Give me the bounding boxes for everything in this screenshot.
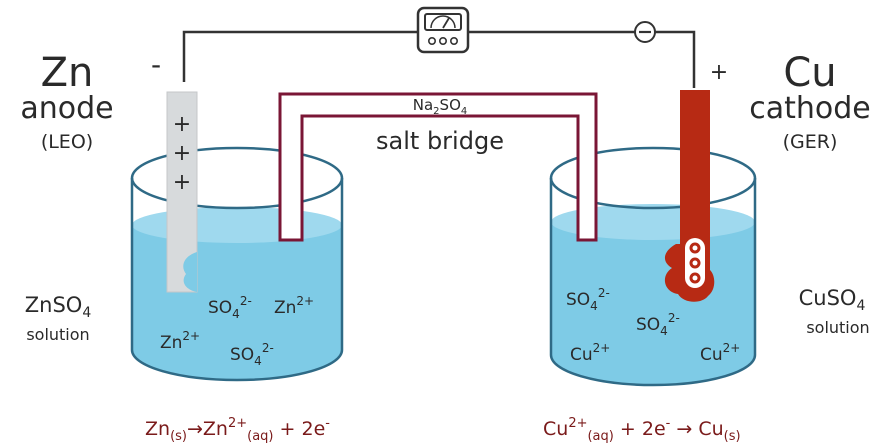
zinc-electrode — [166, 91, 198, 293]
anode-metal-label: Zn — [41, 50, 94, 96]
cathode-ion-cluster — [685, 238, 705, 288]
anode-mnemonic: (LEO) — [41, 131, 93, 153]
electrode-plus-3: + — [173, 170, 191, 195]
anode-sign: - — [151, 48, 161, 81]
cathode-metal-label: Cu — [783, 50, 836, 96]
left-solution-formula: ZnSO4 — [25, 293, 92, 321]
ion-zn-left-a: Zn2+ — [274, 294, 314, 318]
cathode-half-equation: Cu2+(aq) + 2e- → Cu(s) — [543, 416, 741, 444]
ion-so4-left-a: SO42- — [208, 294, 252, 321]
anode-half-equation: Zn(s)→Zn2+(aq) + 2e- — [145, 416, 330, 444]
cathode-label: cathode — [749, 91, 871, 126]
ion-so4-left-b: SO42- — [230, 341, 274, 368]
voltmeter-icon — [416, 6, 470, 54]
electrode-plus-2: + — [173, 141, 191, 166]
electrode-plus-1: + — [173, 112, 191, 137]
zinc-electrode-charges: + + + — [173, 112, 191, 195]
right-solution-word: solution — [806, 318, 869, 337]
ion-zn-left-b: Zn2+ — [160, 329, 200, 353]
ion-so4-right-b: SO42- — [636, 311, 680, 338]
ion-so4-right-a: SO42- — [566, 286, 610, 313]
external-wire — [182, 30, 696, 88]
anode-label: anode — [20, 91, 113, 126]
electron-icon — [634, 21, 656, 43]
ion-cu-right-b: Cu2+ — [700, 341, 740, 365]
left-solution-word: solution — [26, 325, 89, 344]
ion-cu-right-a: Cu2+ — [570, 341, 610, 365]
right-solution-formula: CuSO4 — [799, 286, 866, 314]
cathode-mnemonic: (GER) — [783, 131, 838, 153]
salt-bridge-formula: Na2SO4 — [413, 96, 468, 117]
salt-bridge-tube — [278, 92, 598, 242]
cathode-sign: + — [710, 60, 728, 85]
salt-bridge-label: salt bridge — [376, 127, 504, 155]
